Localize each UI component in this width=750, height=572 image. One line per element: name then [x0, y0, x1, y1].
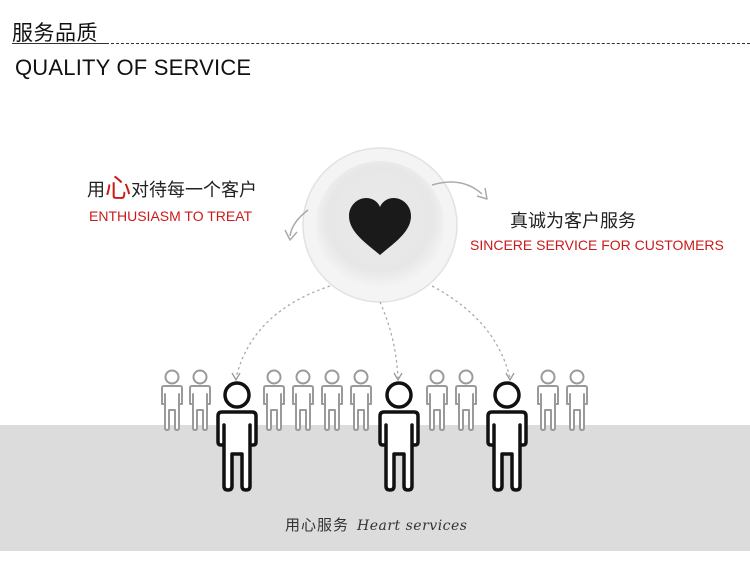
left-curve-arrow [284, 209, 309, 241]
right-curve-arrow [431, 181, 488, 200]
dotted-connectors [235, 285, 511, 379]
connector-arrowheads [231, 372, 515, 382]
left-callout-accent: 心 [105, 174, 132, 204]
ground-band [0, 425, 750, 551]
right-callout-subtitle: SINCERE SERVICE FOR CUSTOMERS [470, 237, 724, 253]
person-icon [161, 369, 183, 431]
left-callout-subtitle: ENTHUSIASM TO TREAT [89, 208, 253, 224]
dashed-divider [106, 43, 750, 44]
section-title-cn: 服务品质 [12, 21, 98, 45]
title-underline [12, 43, 108, 44]
person-icon [426, 369, 448, 431]
person-icon [263, 369, 285, 431]
person-icon [455, 369, 477, 431]
person-icon [189, 369, 211, 431]
person-icon [321, 369, 343, 431]
section-title-en: QUALITY OF SERVICE [15, 55, 252, 80]
center-emblem [302, 147, 458, 303]
person-icon [292, 369, 314, 431]
right-callout-title: 真诚为客户服务 [510, 211, 636, 232]
left-callout-prefix: 用 [87, 180, 105, 201]
person-icon [350, 369, 372, 431]
heart-icon [349, 198, 411, 255]
person-icon [537, 369, 559, 431]
footer-caption-en: Heart services [357, 518, 468, 534]
left-callout-title: 用心对待每一个客户 [87, 174, 257, 206]
footer-caption-cn: 用心服务 [285, 516, 350, 534]
left-callout-suffix: 对待每一个客户 [131, 180, 258, 201]
footer-caption: 用心服务 Heart services [285, 514, 467, 537]
person-icon [566, 369, 588, 431]
